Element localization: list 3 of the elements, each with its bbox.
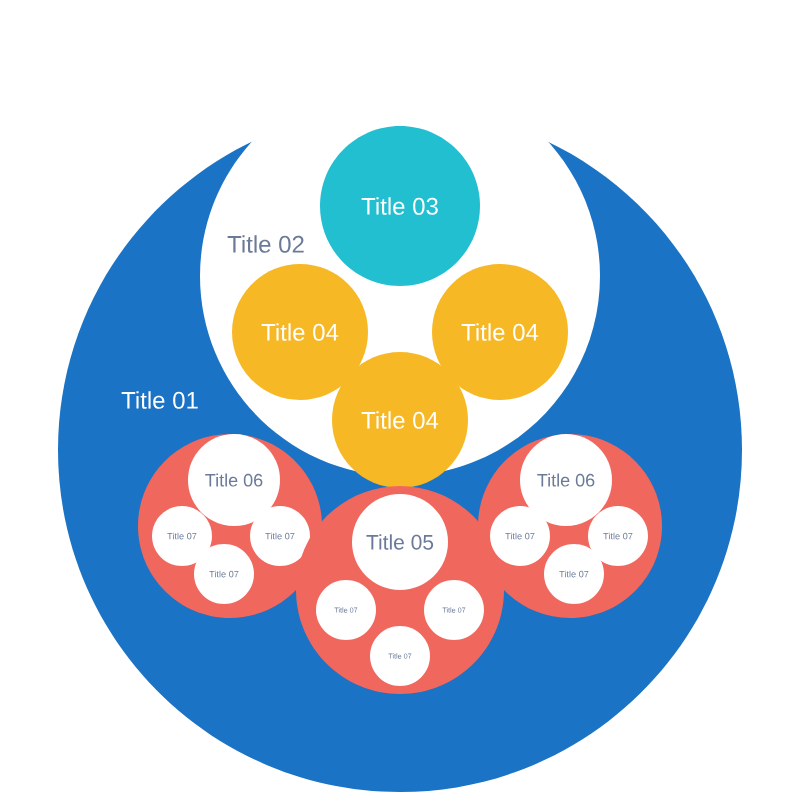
node-label: Title 06: [205, 473, 263, 487]
node-label: Title 06: [537, 473, 595, 487]
node-label: Title 02: [227, 235, 304, 253]
